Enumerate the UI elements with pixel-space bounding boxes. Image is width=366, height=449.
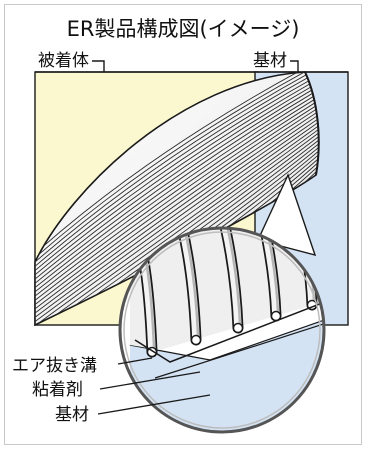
groove-line [35, 74, 319, 276]
groove-line [35, 106, 319, 313]
air-groove-ridge-shade [213, 228, 242, 329]
groove-line [35, 99, 319, 305]
groove-line [35, 124, 319, 325]
adhesive-leader [99, 371, 201, 390]
air-groove-ridge-shade [131, 228, 156, 353]
groove-line [35, 84, 319, 288]
air-groove-leader [117, 357, 153, 365]
base-bottom-label: 基材 [55, 405, 89, 425]
groove-line [35, 72, 319, 263]
groove-line [35, 95, 319, 301]
groove-line [35, 128, 319, 325]
groove-line [35, 72, 319, 267]
adhesive-label: 粘着剤 [32, 380, 83, 400]
groove-line [35, 72, 319, 271]
groove-line [35, 110, 319, 318]
adherend-label: 被着体 [38, 51, 89, 71]
groove-line [35, 117, 319, 325]
groove-line [35, 92, 319, 297]
groove-line [35, 72, 319, 259]
groove-line [35, 113, 319, 322]
air-groove-end [190, 334, 202, 346]
air-groove-ridge-highlight [244, 228, 280, 320]
groove-line [35, 120, 319, 325]
air-groove-label: エア抜き溝 [12, 356, 97, 376]
air-groove-ridge-highlight [208, 228, 242, 332]
groove-line [35, 88, 319, 292]
diagram-title: ER製品構成図(イメージ) [67, 17, 300, 41]
base-top-label: 基材 [253, 51, 287, 71]
air-groove-ridge-highlight [168, 228, 200, 344]
groove-line [35, 102, 319, 309]
air-groove-end [232, 322, 244, 334]
magnifier-cone [257, 173, 317, 257]
groove-line [35, 81, 319, 284]
adherend-leader [92, 60, 105, 72]
base-top-leader [290, 60, 299, 72]
air-groove-ridge-shade [173, 228, 200, 341]
groove-line [35, 77, 319, 280]
air-groove-ridge-highlight [126, 228, 156, 356]
base-bottom-leader [97, 394, 211, 415]
